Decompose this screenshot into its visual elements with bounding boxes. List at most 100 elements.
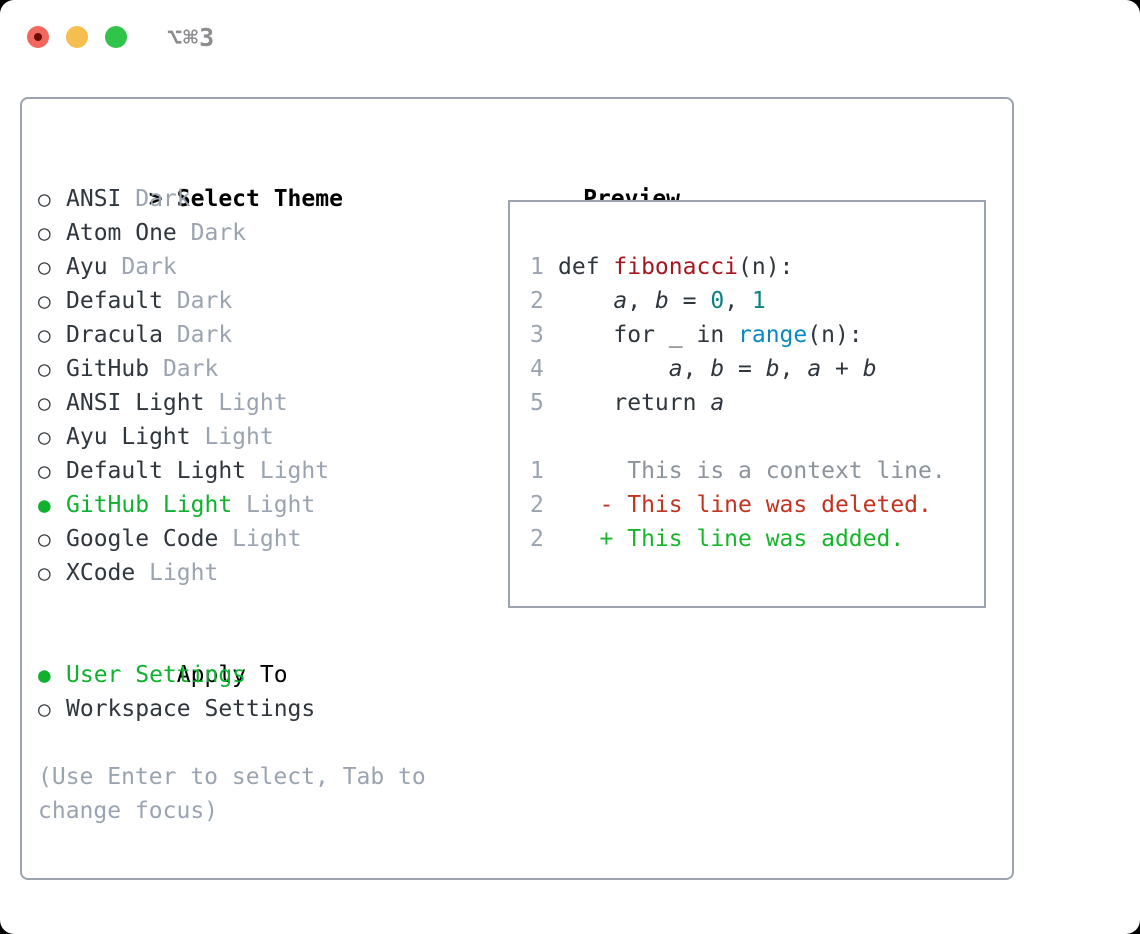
preview-header: Preview	[500, 148, 680, 212]
apply-to-options-list: ●User Settings ○ Workspace Settings	[38, 658, 426, 726]
diff-line: 2 - This line was deleted.	[530, 488, 946, 522]
code-token-plain: (n):	[738, 254, 794, 280]
code-token-plain: ,	[724, 288, 752, 314]
theme-name: Google Code	[66, 526, 219, 552]
radio-unselected-icon: ○	[38, 425, 51, 449]
theme-name: XCode	[66, 560, 136, 586]
main-panel: >Select Theme ○ANSI Dark○Atom One Dark○A…	[20, 97, 1014, 880]
radio-unselected-icon: ○	[38, 459, 51, 483]
code-token-plain	[558, 288, 613, 314]
theme-variant: Dark	[121, 186, 191, 212]
code-token-plain: +	[821, 356, 863, 382]
radio-unselected-icon: ○	[38, 561, 51, 585]
theme-selector: >Select Theme ○ANSI Dark○Atom One Dark○A…	[38, 148, 426, 828]
minimize-button[interactable]	[66, 26, 88, 48]
theme-options-list: ○ANSI Dark○Atom One Dark○Ayu Dark○Defaul…	[38, 182, 426, 590]
theme-option-google-code[interactable]: ○ Google Code Light	[38, 522, 426, 556]
code-token-plain: =	[668, 288, 711, 314]
theme-name: Dracula	[66, 322, 163, 348]
code-token-var: a	[710, 390, 725, 416]
line-number: 3	[530, 322, 544, 348]
code-token-plain: =	[724, 356, 766, 382]
code-line: 5 return a	[530, 386, 946, 420]
theme-option-default-light[interactable]: ○ Default Light Light	[38, 454, 426, 488]
theme-option-atom-one[interactable]: ○ Atom One Dark	[38, 216, 426, 250]
code-token-num: 1	[751, 288, 766, 314]
code-token-num: 0	[710, 288, 725, 314]
code-token-var: a	[613, 288, 628, 314]
theme-name: Ayu Light	[66, 424, 191, 450]
theme-variant: Dark	[149, 356, 219, 382]
apply-option-label: Workspace Settings	[66, 696, 316, 722]
line-number: 2	[530, 526, 544, 552]
theme-variant: Dark	[162, 322, 233, 348]
line-number: 2	[530, 288, 544, 314]
code-token-plain: ,	[627, 288, 655, 314]
help-text-line-2: change focus)	[38, 798, 219, 824]
theme-variant: Light	[232, 492, 316, 518]
theme-option-xcode[interactable]: ○ XCode Light	[38, 556, 426, 590]
select-theme-header: > Select Theme	[38, 148, 426, 212]
close-dot-icon	[34, 33, 42, 41]
apply-to-header: Apply To	[38, 624, 426, 688]
code-token-var: b	[654, 288, 669, 314]
theme-variant: Light	[190, 424, 274, 450]
line-number: 1	[530, 458, 544, 484]
theme-variant: Light	[246, 458, 330, 484]
apply-option-workspace-settings[interactable]: ○ Workspace Settings	[38, 692, 426, 726]
zoom-button[interactable]	[105, 26, 127, 48]
theme-variant: Dark	[162, 288, 233, 314]
theme-option-github[interactable]: ○ GitHub Dark	[38, 352, 426, 386]
code-token-plain: (n):	[807, 322, 863, 348]
radio-unselected-icon: ○	[38, 221, 51, 245]
code-token-var: b	[862, 356, 877, 382]
code-token-plain: def	[558, 254, 614, 280]
spacer	[38, 590, 426, 624]
code-token-plain: for _ in	[558, 322, 739, 348]
close-button[interactable]	[27, 26, 49, 48]
code-line: 4 a, b = b, a + b	[530, 352, 946, 386]
line-number: 5	[530, 390, 544, 416]
theme-name: GitHub Light	[66, 492, 233, 518]
theme-variant: Light	[218, 526, 302, 552]
line-number: 1	[530, 254, 544, 280]
code-token-plain	[558, 356, 669, 382]
radio-unselected-icon: ○	[38, 357, 51, 381]
theme-option-ansi[interactable]: ○ANSI Dark	[38, 182, 426, 216]
theme-variant: Dark	[176, 220, 247, 246]
theme-option-github-light[interactable]: ●GitHub Light Light	[38, 488, 426, 522]
theme-option-default[interactable]: ○Default Dark	[38, 284, 426, 318]
radio-unselected-icon: ○	[38, 697, 51, 721]
theme-option-ayu-light[interactable]: ○ Ayu Light Light	[38, 420, 426, 454]
line-number: 2	[530, 492, 544, 518]
radio-unselected-icon: ○	[38, 187, 51, 211]
theme-option-dracula[interactable]: ○ Dracula Dark	[38, 318, 426, 352]
radio-unselected-icon: ○	[38, 255, 51, 279]
radio-unselected-icon: ○	[38, 527, 51, 551]
window-title: ⌥⌘3	[167, 23, 216, 52]
select-theme-label: Select Theme	[176, 186, 343, 212]
theme-name: ANSI Light	[66, 390, 205, 416]
theme-name: Default	[66, 288, 163, 314]
theme-name: Default Light	[66, 458, 247, 484]
theme-option-ayu[interactable]: ○Ayu Dark	[38, 250, 426, 284]
code-token-var: b	[765, 356, 780, 382]
theme-option-ansi-light[interactable]: ○ANSI Light Light	[38, 386, 426, 420]
diff-line: 2 + This line was added.	[530, 522, 946, 556]
blank-line	[530, 420, 946, 454]
code-token-builtin: range	[738, 322, 808, 348]
theme-name: GitHub	[66, 356, 150, 382]
theme-variant: Light	[135, 560, 219, 586]
code-token-plain: ,	[682, 356, 711, 382]
focus-caret-icon: >	[148, 186, 163, 212]
theme-variant: Light	[204, 390, 288, 416]
radio-unselected-icon: ○	[38, 323, 51, 347]
theme-name: Ayu	[66, 254, 108, 280]
theme-name: Atom One	[66, 220, 177, 246]
code-token-var: a	[807, 356, 822, 382]
apply-option-user-settings[interactable]: ●User Settings	[38, 658, 426, 692]
